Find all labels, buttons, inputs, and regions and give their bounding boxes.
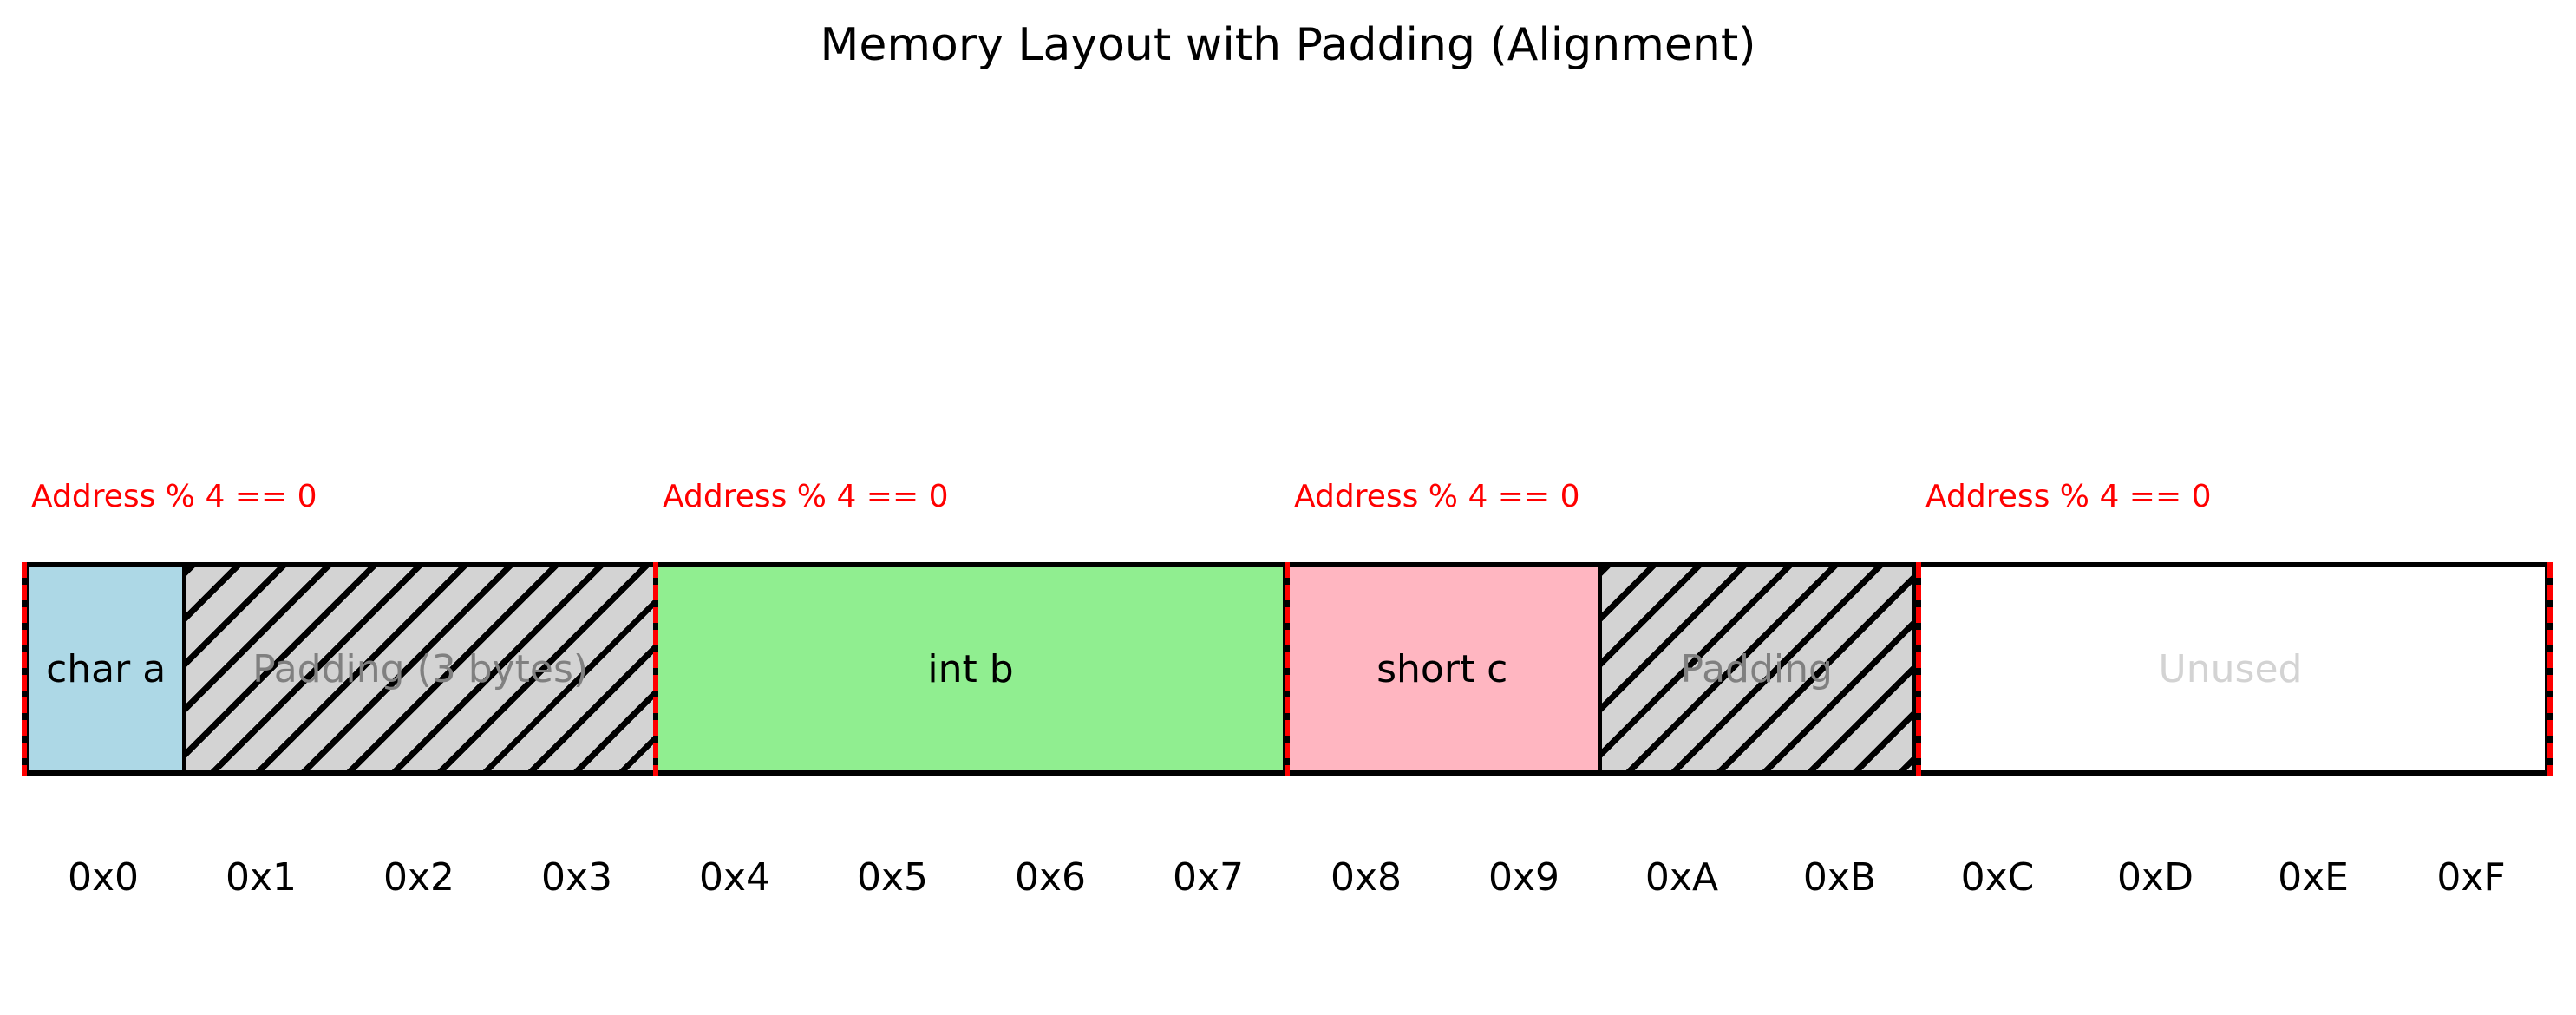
- tick-label-0x8: 0x8: [1330, 855, 1402, 900]
- tick-label-0x2: 0x2: [382, 855, 455, 900]
- tick-label-0x6: 0x6: [1014, 855, 1087, 900]
- segment-label-short-c: short c: [1376, 646, 1508, 691]
- alignment-annotation-byte-4: Address % 4 == 0: [663, 479, 949, 514]
- segment-int-b: int b: [658, 567, 1287, 770]
- tick-label-0xF: 0xF: [2436, 855, 2506, 900]
- tick-label-0xC: 0xC: [1960, 855, 2035, 900]
- tick-label-0x9: 0x9: [1487, 855, 1560, 900]
- alignment-boundary-line-byte-8: [1285, 562, 1290, 776]
- tick-label-0xB: 0xB: [1802, 855, 1877, 900]
- segment-label-int-b: int b: [927, 646, 1014, 691]
- segment-padding-1: Padding (3 bytes): [186, 567, 658, 770]
- tick-label-0x0: 0x0: [67, 855, 140, 900]
- alignment-boundary-line-byte-16: [2547, 562, 2553, 776]
- tick-label-0xA: 0xA: [1644, 855, 1719, 900]
- tick-label-0x3: 0x3: [540, 855, 613, 900]
- segment-label-char-a: char a: [46, 646, 167, 691]
- segment-unused: Unused: [1916, 567, 2545, 770]
- segment-label-padding-1: Padding (3 bytes): [252, 646, 589, 691]
- alignment-annotation-byte-0: Address % 4 == 0: [31, 479, 317, 514]
- segment-padding-2: Padding: [1601, 567, 1916, 770]
- segment-label-unused: Unused: [2158, 646, 2303, 691]
- segment-label-padding-2: Padding: [1680, 646, 1833, 691]
- segment-short-c: short c: [1287, 567, 1602, 770]
- tick-label-0x7: 0x7: [1172, 855, 1245, 900]
- tick-label-0x4: 0x4: [698, 855, 771, 900]
- alignment-boundary-line-byte-12: [1916, 562, 1921, 776]
- figure-title: Memory Layout with Padding (Alignment): [820, 19, 1756, 71]
- alignment-annotation-byte-12: Address % 4 == 0: [1925, 479, 2212, 514]
- alignment-boundary-line-byte-4: [653, 562, 658, 776]
- segment-char-a: char a: [29, 567, 187, 770]
- tick-label-0xD: 0xD: [2117, 855, 2194, 900]
- tick-label-0xE: 0xE: [2278, 855, 2349, 900]
- tick-label-0x5: 0x5: [856, 855, 929, 900]
- alignment-boundary-line-byte-0: [22, 562, 27, 776]
- tick-label-0x1: 0x1: [225, 855, 297, 900]
- alignment-annotation-byte-8: Address % 4 == 0: [1294, 479, 1580, 514]
